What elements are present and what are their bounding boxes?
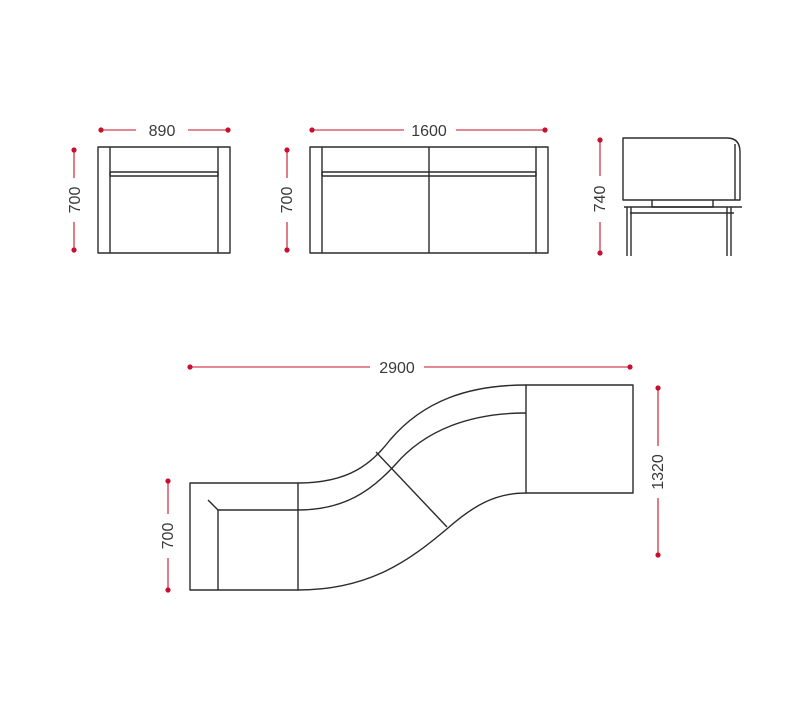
dimension-endpoint (597, 250, 603, 256)
sofa-front-view: 1600 700 (279, 123, 549, 254)
dimension-endpoint (542, 127, 548, 133)
dimension-endpoint (284, 247, 290, 253)
armchair-front-view: 890 700 (67, 123, 231, 254)
plan-curve-front (297, 492, 527, 591)
dimension-endpoint (627, 364, 633, 370)
dimension-endpoint (187, 364, 193, 370)
sofa-seat-cushion (321, 171, 537, 177)
side-height-label: 740 (592, 186, 609, 213)
sofa-width-label: 1600 (411, 123, 447, 140)
dimension-endpoint (655, 552, 661, 558)
plan-depth-label: 1320 (650, 454, 667, 490)
dimension-endpoint (225, 127, 231, 133)
plan-seat-depth-dimension: 700 (160, 478, 177, 593)
armchair-height-label: 700 (67, 187, 84, 214)
dimension-endpoint (655, 385, 661, 391)
sofa-height-dimension: 700 (279, 147, 296, 253)
sofa-height-label: 700 (279, 187, 296, 214)
dimension-endpoint (284, 147, 290, 153)
plan-curve-divider (375, 451, 448, 528)
dimension-endpoint (597, 137, 603, 143)
plan-width-dimension: 2900 (187, 360, 633, 377)
modular-plan-view: 2900 1320 700 (160, 360, 667, 593)
dimension-endpoint (165, 587, 171, 593)
dimension-endpoint (98, 127, 104, 133)
armchair-height-dimension: 700 (67, 147, 84, 253)
armchair-width-label: 890 (149, 123, 176, 140)
side-body (622, 137, 741, 201)
plan-corner-inner (217, 509, 298, 590)
dimension-endpoint (309, 127, 315, 133)
armchair-body (97, 146, 231, 254)
plan-width-label: 2900 (379, 360, 415, 377)
armchair-side-view: 740 (592, 137, 742, 256)
dimension-endpoint (71, 147, 77, 153)
plan-corner-diagonal (207, 499, 219, 511)
armchair-width-dimension: 890 (98, 123, 231, 140)
plan-curve-inner-back (297, 412, 527, 511)
side-height-dimension: 740 (592, 137, 609, 256)
plan-corner-module (189, 482, 299, 591)
plan-depth-dimension: 1320 (650, 385, 667, 558)
side-base-bracket (651, 200, 714, 208)
sofa-width-dimension: 1600 (309, 123, 548, 140)
plan-end-module (525, 384, 634, 494)
plan-curve-outer-back (297, 384, 527, 484)
armchair-seat-cushion (109, 171, 219, 177)
dimension-endpoint (71, 247, 77, 253)
dimension-endpoint (165, 478, 171, 484)
plan-seat-depth-label: 700 (160, 523, 177, 550)
